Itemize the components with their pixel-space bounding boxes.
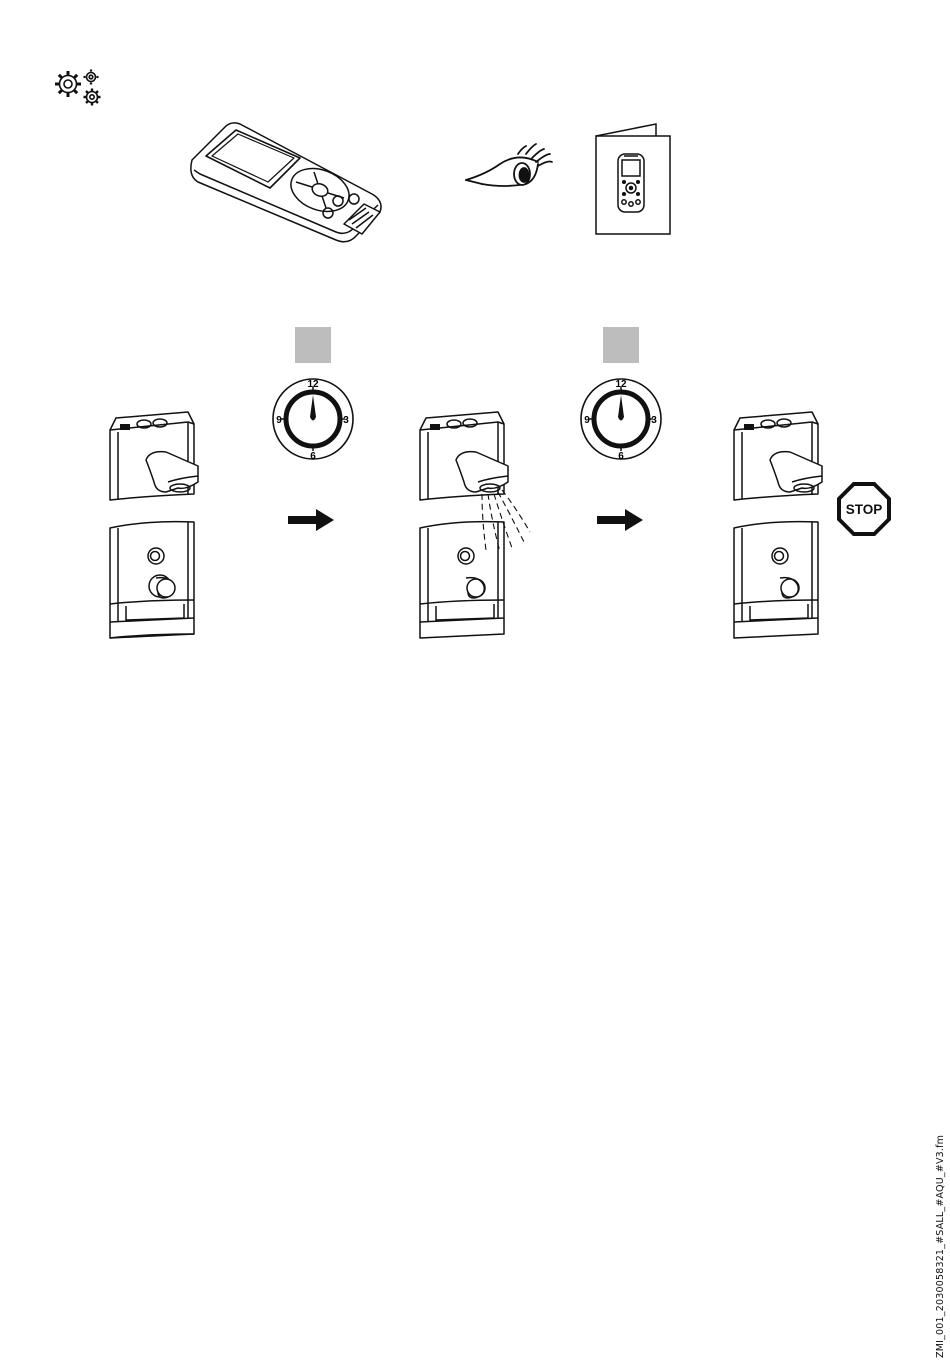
timer-label-bottom: 6	[310, 451, 316, 462]
timer-label-left: 9	[584, 415, 590, 426]
document-id-label: ZMI_001_2030058321_#SALL_#AQU_#V3.fm	[935, 1135, 946, 1358]
timer-label-right: 3	[651, 415, 657, 426]
step-marker-2	[603, 327, 639, 363]
gears-icon	[50, 66, 108, 110]
shower-unit-stopped	[730, 410, 830, 642]
timer-label-right: 3	[343, 415, 349, 426]
timer-label-top: 12	[615, 379, 627, 390]
shower-unit-idle	[106, 410, 206, 642]
stop-sign-label: STOP	[846, 502, 883, 517]
timer-label-bottom: 6	[618, 451, 624, 462]
stop-sign: STOP	[836, 481, 892, 537]
arrow-right-icon	[597, 508, 645, 532]
shower-unit-flowing	[416, 410, 536, 642]
manual-booklet-icon	[594, 120, 674, 238]
timer-dial-2: 12 3 6 9	[579, 377, 663, 461]
eye-icon	[462, 140, 556, 196]
timer-label-left: 9	[276, 415, 282, 426]
arrow-right-icon	[288, 508, 336, 532]
step-marker-1	[295, 327, 331, 363]
timer-dial-1: 12 3 6 9	[271, 377, 355, 461]
timer-label-top: 12	[307, 379, 319, 390]
remote-control-icon	[186, 112, 386, 248]
